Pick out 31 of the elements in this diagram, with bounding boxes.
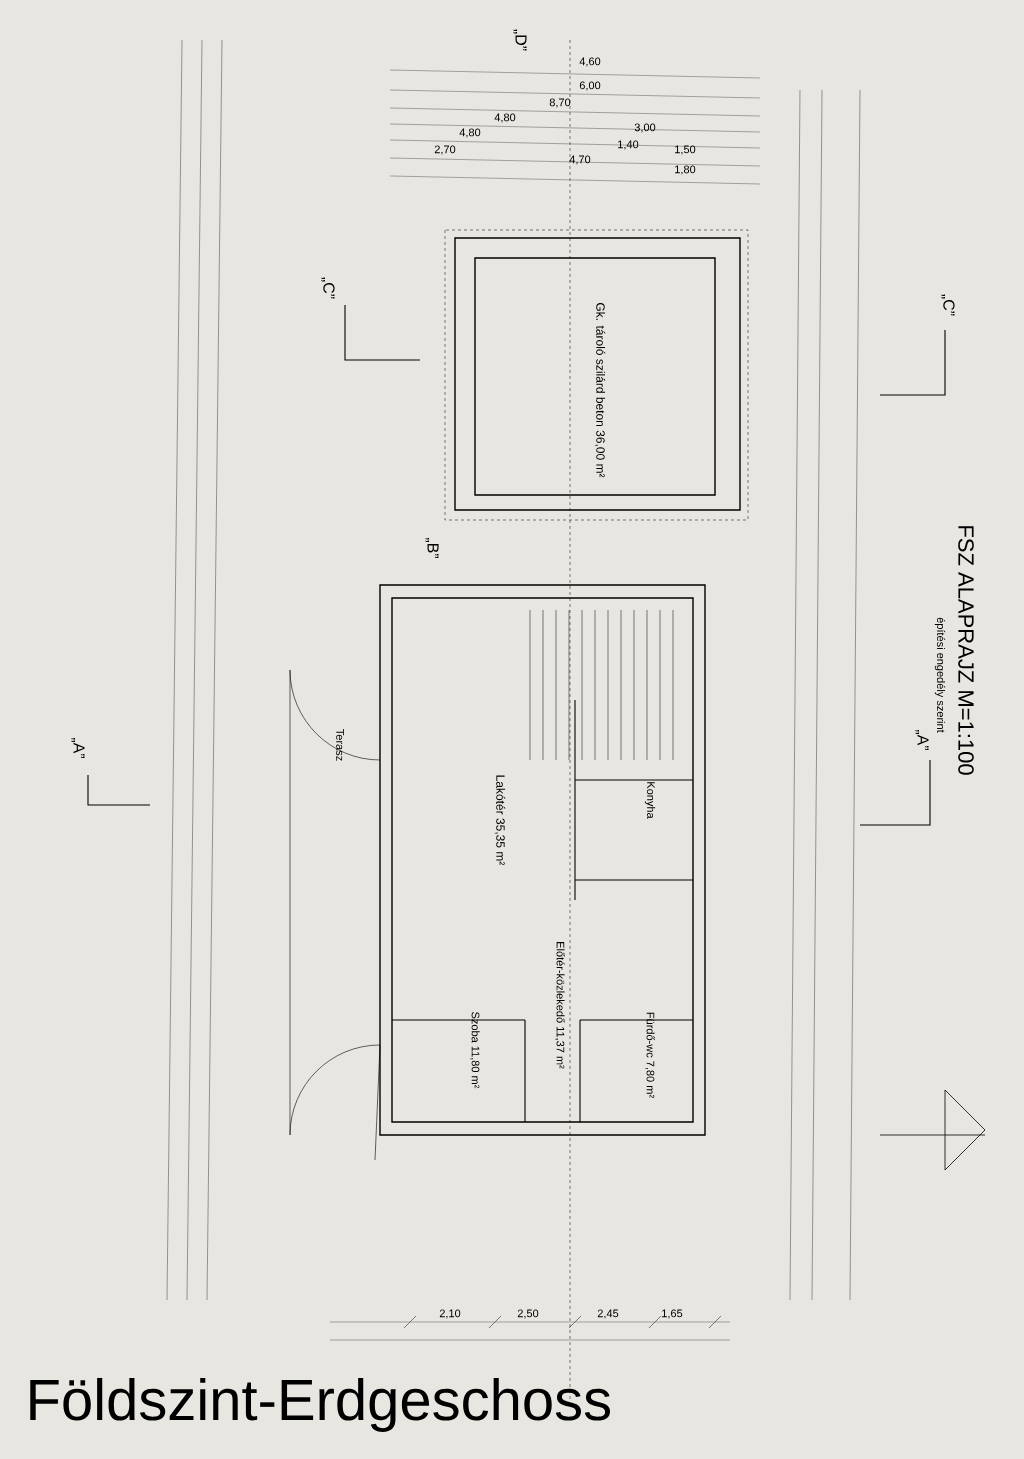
section-mark: „B” [425,537,439,559]
dimension: 2,10 [439,1309,461,1319]
section-mark: „C” [321,277,335,299]
section-mark: „A” [915,729,929,751]
dimension: 1,50 [675,145,696,155]
dimension: 6,00 [579,81,601,91]
dimension: 1,65 [662,1309,683,1319]
dimension: 4,80 [459,128,481,138]
title: FSZ ALAPRAJZ M=1:100 [958,526,974,775]
caption: Földszint-Erdgeschoss [30,1377,611,1432]
room-label: Fürdő-wc 7,80 m² [645,1012,655,1098]
dimension: 1,80 [675,165,696,175]
dimension: 3,00 [634,123,656,133]
dimension: 2,45 [597,1309,619,1319]
room-label: Szoba 11,80 m² [470,1012,480,1089]
dimension: 1,40 [618,140,639,150]
section-mark: „C” [941,294,955,316]
dimension: 2,50 [517,1309,539,1319]
room-label: Előtér-közlekedő 11,37 m² [555,942,565,1069]
room-label: Gk. tároló szilárd beton 36,00 m² [594,303,606,478]
section-mark: „D” [513,29,527,51]
room-label: Lakótér 35,35 m² [494,775,506,866]
dimension: 4,70 [569,155,591,165]
dimension: 2,70 [434,145,456,155]
section-mark: „A” [71,737,85,759]
dimension: 4,80 [494,113,516,123]
dimension: 4,60 [579,57,601,67]
room-label: Terasz [336,729,344,761]
room-label: Konyha [644,782,656,819]
dimension: 8,70 [549,98,571,108]
note: építési engedély szerint [934,617,946,733]
